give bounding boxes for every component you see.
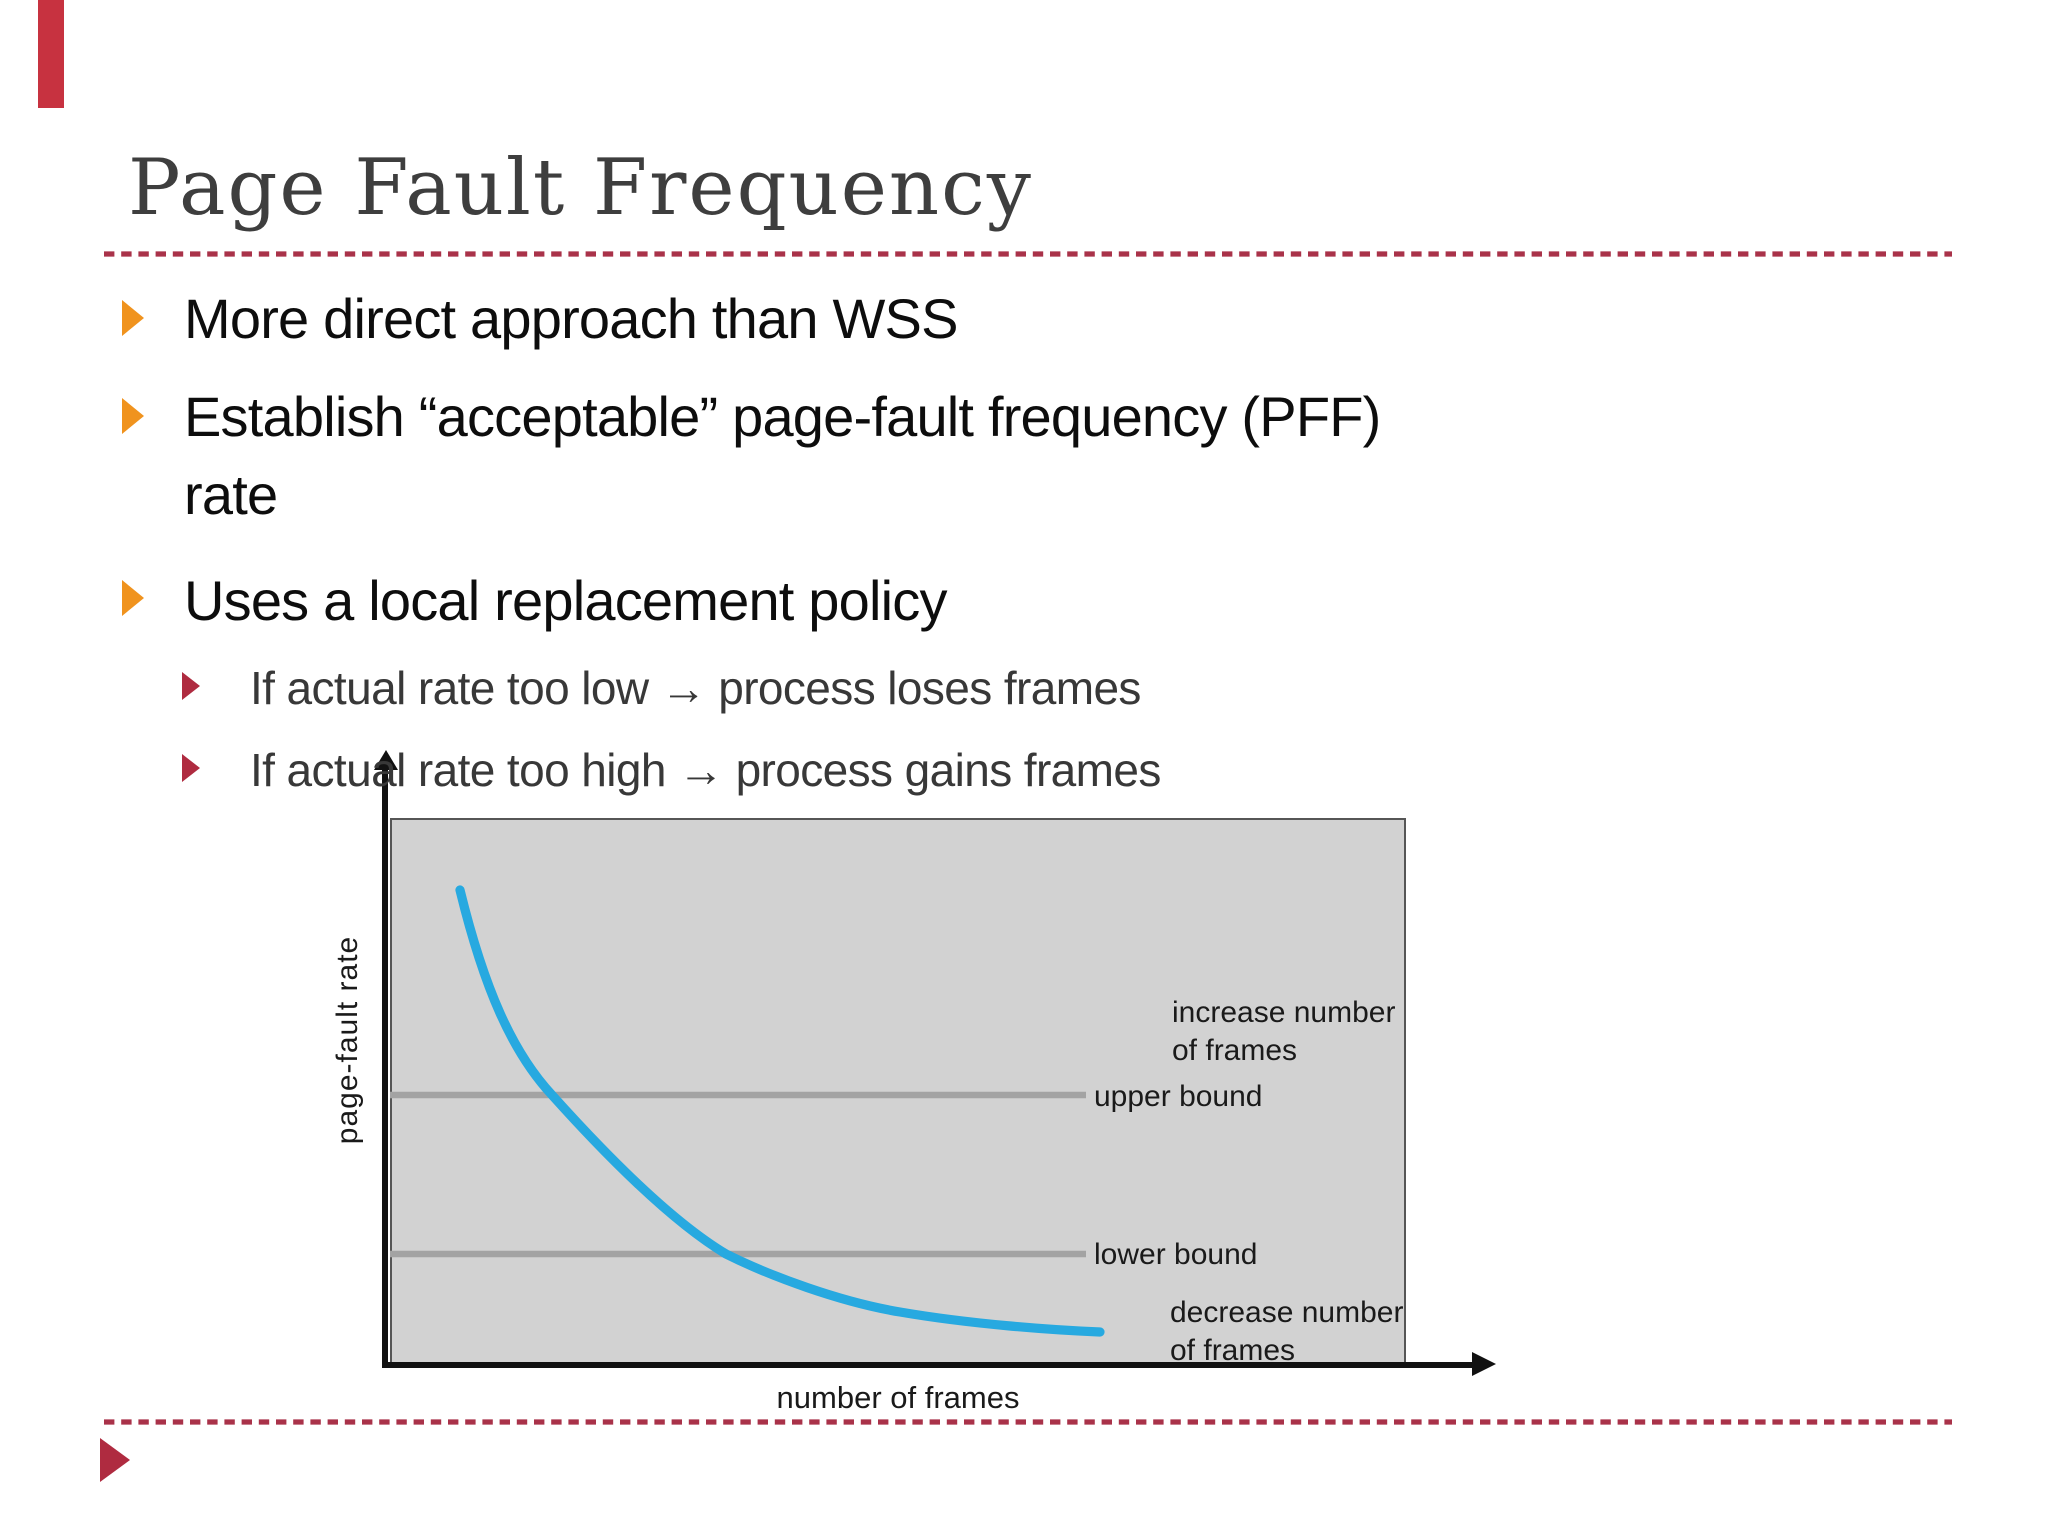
x-axis-label: number of frames bbox=[776, 1382, 1020, 1416]
page-title: Page Fault Frequency bbox=[128, 144, 1033, 234]
footer-triangle-icon bbox=[100, 1438, 130, 1482]
y-axis-line bbox=[382, 768, 388, 1368]
y-axis-label: page-fault rate bbox=[331, 935, 365, 1145]
corner-accent-bar bbox=[38, 0, 64, 108]
upper-bound-label: upper bound bbox=[1094, 1080, 1263, 1114]
x-axis-line bbox=[382, 1362, 1474, 1368]
decrease-frames-annotation: decrease number of frames bbox=[1170, 1296, 1404, 1368]
footer-dashed-line bbox=[104, 1419, 1952, 1425]
page-fault-rate-curve bbox=[455, 885, 1105, 1337]
y-axis-arrow-icon bbox=[373, 750, 397, 770]
x-axis-arrow-icon bbox=[1472, 1352, 1496, 1376]
lower-bound-label: lower bound bbox=[1094, 1238, 1258, 1272]
increase-frames-annotation: increase number of frames bbox=[1172, 996, 1396, 1068]
curve-and-bounds-svg bbox=[390, 885, 1105, 1337]
title-divider-dashed-line bbox=[104, 251, 1952, 257]
